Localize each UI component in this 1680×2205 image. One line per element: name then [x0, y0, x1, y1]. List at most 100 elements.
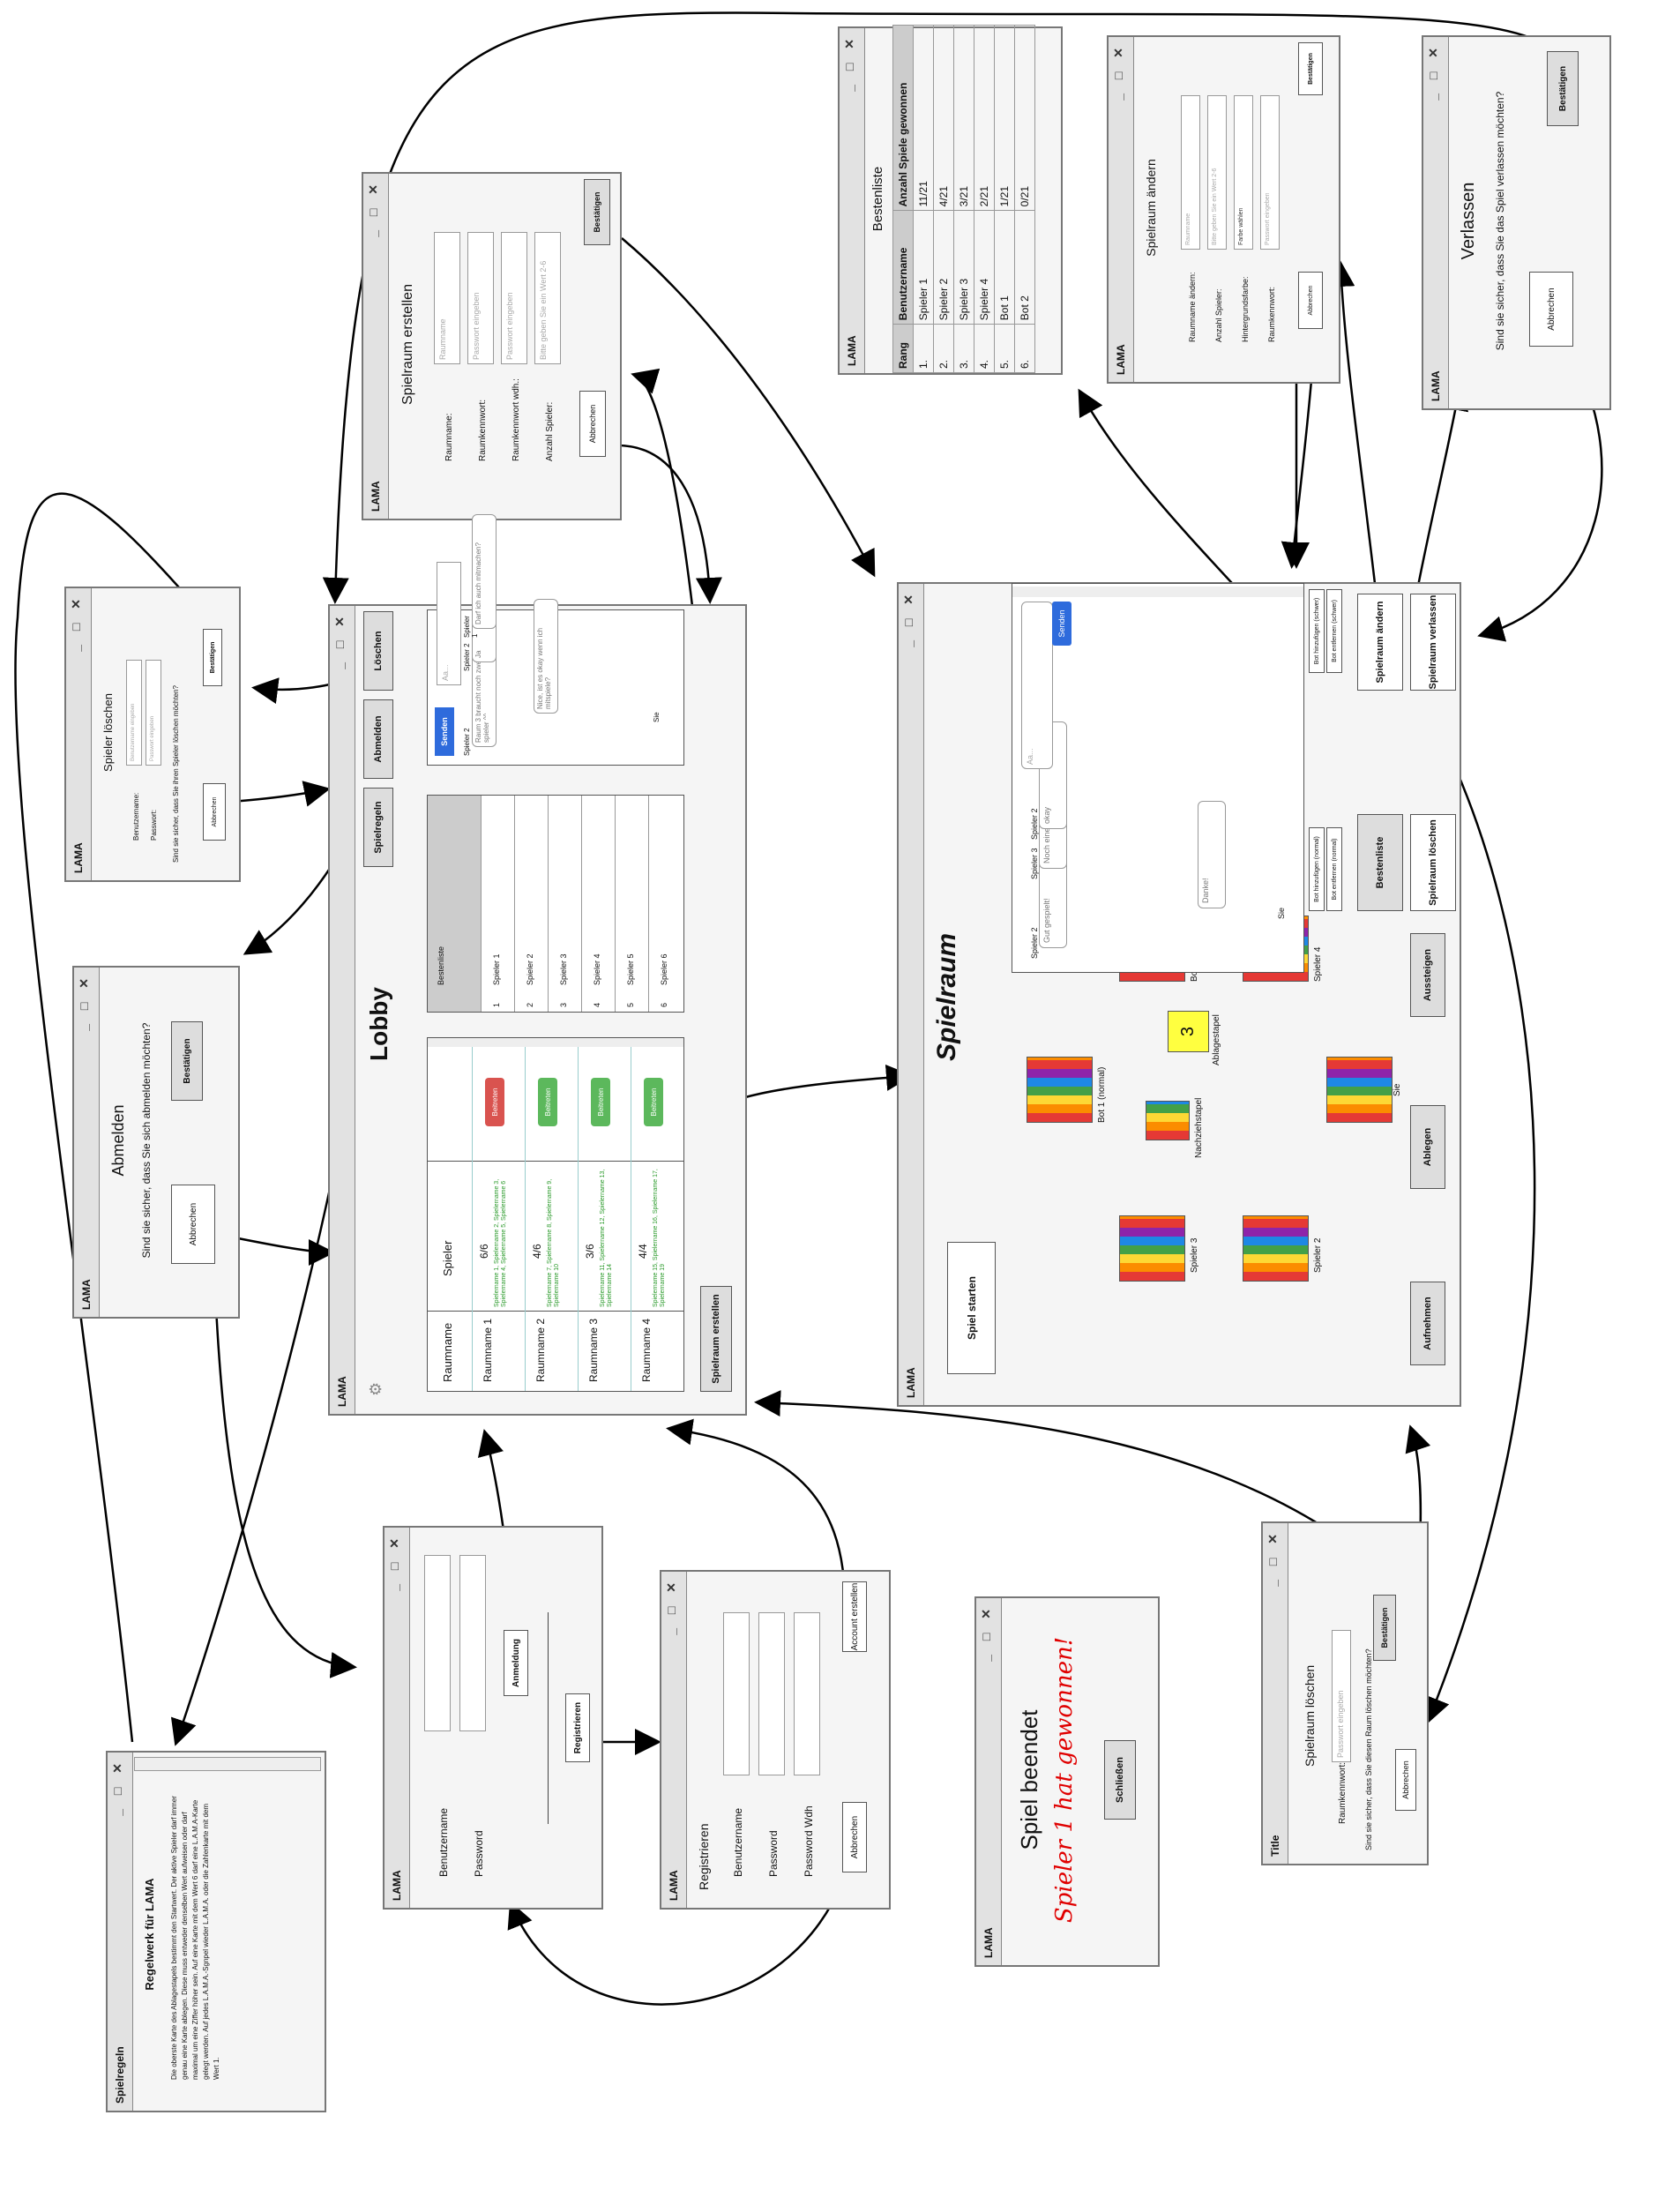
- draw-pile[interactable]: [1146, 1101, 1190, 1140]
- add-bot-normal-button[interactable]: Bot hinzufügen (normal): [1309, 827, 1325, 911]
- room-password-label: Raumkennwort:: [1338, 1761, 1348, 1824]
- bot-1-hand: [1027, 1057, 1093, 1123]
- draw-button[interactable]: Aufnehmen: [1410, 1282, 1445, 1365]
- chat-input[interactable]: Aa...: [1021, 602, 1053, 769]
- room-password-input[interactable]: Passwort eingeben: [467, 232, 494, 364]
- players-count-input[interactable]: Bitte geben Sie ein Wert 2-6: [534, 232, 561, 364]
- password-input[interactable]: Passwort eingeben: [146, 660, 161, 766]
- arrow-leave-to-leavewin: [1414, 384, 1469, 601]
- confirm-button[interactable]: Bestätigen: [1547, 51, 1579, 126]
- rooms-scrollbar[interactable]: [428, 1038, 683, 1047]
- cancel-button[interactable]: Abbrechen: [203, 783, 226, 841]
- leave-room-button[interactable]: Spielraum verlassen: [1410, 594, 1456, 691]
- room-password-label: Raumkennwort:: [478, 399, 488, 461]
- room-password-input[interactable]: Passwort eingeben: [1332, 1630, 1351, 1762]
- register-button[interactable]: Registrieren: [565, 1693, 590, 1762]
- player-2-label: Spieler 2: [1313, 1237, 1323, 1273]
- join-room-button[interactable]: Beitreten: [591, 1078, 610, 1126]
- draw-pile-label: Nachziehstapel: [1194, 1097, 1204, 1158]
- add-bot-hard-button[interactable]: Bot hinzufügen (schwer): [1309, 589, 1325, 673]
- password-input[interactable]: [459, 1555, 486, 1731]
- username-input[interactable]: [424, 1555, 451, 1731]
- leave-question: Sind sie sicher, dass Sie das Spiel verl…: [1494, 91, 1506, 351]
- confirm-button[interactable]: Bestätigen: [1373, 1595, 1396, 1661]
- room-name-input[interactable]: Raumname: [434, 232, 460, 364]
- chat-scrollbar[interactable]: [1012, 587, 1303, 597]
- window-controls[interactable]: _ □ ✕: [110, 1758, 124, 1816]
- window-controls[interactable]: _ □ ✕: [1426, 42, 1440, 101]
- confirm-button[interactable]: Bestätigen: [1298, 42, 1323, 95]
- window-controls[interactable]: _ □ ✕: [69, 594, 83, 652]
- join-room-button[interactable]: Beitreten: [485, 1078, 504, 1126]
- rules-scrollbar[interactable]: [134, 1757, 321, 1771]
- cancel-button[interactable]: Abbrechen: [1529, 272, 1573, 347]
- confirm-button[interactable]: Bestätigen: [203, 629, 222, 686]
- remove-bot-hard-button[interactable]: Bot entfernen (schwer): [1326, 589, 1342, 673]
- cancel-button[interactable]: Abbrechen: [1298, 272, 1323, 329]
- arrow-createroom-confirm-to-room: [621, 237, 876, 578]
- cancel-button[interactable]: Abbrechen: [842, 1802, 867, 1872]
- create-room-button[interactable]: Spielraum erstellen: [700, 1286, 732, 1392]
- delete-room-title: Spielraum löschen: [1303, 1664, 1317, 1767]
- window-controls[interactable]: _ □ ✕: [1266, 1529, 1280, 1587]
- window-controls[interactable]: _ □ ✕: [77, 973, 91, 1031]
- start-game-button[interactable]: Spiel starten: [947, 1242, 996, 1374]
- player-4-label: Spieler 4: [1313, 946, 1323, 982]
- room-password-input[interactable]: Passwort eingeben: [1260, 95, 1280, 250]
- own-hand[interactable]: [1326, 1057, 1393, 1123]
- room-password-repeat-input[interactable]: Passwort eingeben: [501, 232, 527, 364]
- window-controls[interactable]: _ □ ✕: [901, 589, 915, 647]
- delete-player-button[interactable]: Löschen: [363, 611, 393, 691]
- send-button[interactable]: Senden: [1052, 602, 1071, 646]
- rules-window: Spielregeln_ □ ✕ Regelwerk für LAMA Die …: [106, 1751, 326, 2112]
- arrow-cancel-register-to-login: [507, 1869, 848, 2006]
- window-controls[interactable]: _ □ ✕: [664, 1577, 678, 1635]
- room-name-label: Raumname ändern:: [1188, 272, 1197, 342]
- room-name-input[interactable]: Raumname: [1181, 95, 1200, 250]
- edit-room-button[interactable]: Spielraum ändern: [1357, 594, 1403, 691]
- delete-room-button[interactable]: Spielraum löschen: [1410, 814, 1456, 911]
- password-repeat-input[interactable]: [794, 1612, 820, 1775]
- cancel-button[interactable]: Abbrechen: [171, 1185, 215, 1264]
- room-password-label: Raumkennwort:: [1267, 286, 1276, 342]
- discard-button[interactable]: Ablegen: [1410, 1105, 1445, 1189]
- room-player-names: Spielername 11, Spielername 12, Spielern…: [600, 1169, 614, 1307]
- window-controls[interactable]: _ □ ✕: [332, 611, 347, 669]
- settings-gear-icon[interactable]: ⚙: [367, 1381, 385, 1396]
- window-controls[interactable]: _ □ ✕: [842, 34, 856, 92]
- confirm-button[interactable]: Bestätigen: [171, 1021, 203, 1101]
- window-controls[interactable]: _ □ ✕: [1111, 42, 1125, 101]
- username-input[interactable]: Benutzername eingeben: [126, 660, 142, 766]
- players-count-input[interactable]: Bitte geben Sie ein Wert 2-6: [1207, 95, 1227, 250]
- window-controls[interactable]: _ □ ✕: [979, 1603, 993, 1662]
- leaderboard-cell: 5.: [994, 324, 1015, 373]
- window-controls[interactable]: _ □ ✕: [366, 179, 380, 237]
- chat-input[interactable]: Aa...: [437, 562, 461, 685]
- cancel-button[interactable]: Abbrechen: [579, 391, 606, 457]
- join-room-button[interactable]: Beitreten: [538, 1078, 557, 1126]
- window-controls[interactable]: _ □ ✕: [387, 1533, 401, 1591]
- join-room-button[interactable]: Beitreten: [644, 1078, 663, 1126]
- confirm-button[interactable]: Bestätigen: [584, 179, 610, 245]
- logout-button[interactable]: Abmelden: [363, 699, 393, 779]
- create-account-button[interactable]: Account erstellen: [842, 1581, 867, 1652]
- leaderboard-button[interactable]: Bestenliste: [1357, 814, 1403, 911]
- send-button[interactable]: Senden: [435, 707, 454, 756]
- rules-button[interactable]: Spielregeln: [363, 788, 393, 867]
- password-input[interactable]: [758, 1612, 785, 1775]
- rules-text: Die oberste Karte des Ablagestapels best…: [170, 1796, 220, 2080]
- quit-button[interactable]: Aussteigen: [1410, 933, 1445, 1017]
- login-button[interactable]: Anmeldung: [504, 1630, 528, 1696]
- cancel-button[interactable]: Abbrechen: [1395, 1749, 1416, 1811]
- username-input[interactable]: [723, 1612, 750, 1775]
- game-over-title: Spiel beendet: [1016, 1709, 1042, 1850]
- close-button[interactable]: Schließen: [1104, 1740, 1136, 1820]
- bg-color-select[interactable]: Farbe wählen: [1234, 95, 1253, 250]
- remove-bot-normal-button[interactable]: Bot entfernen (normal): [1326, 827, 1342, 911]
